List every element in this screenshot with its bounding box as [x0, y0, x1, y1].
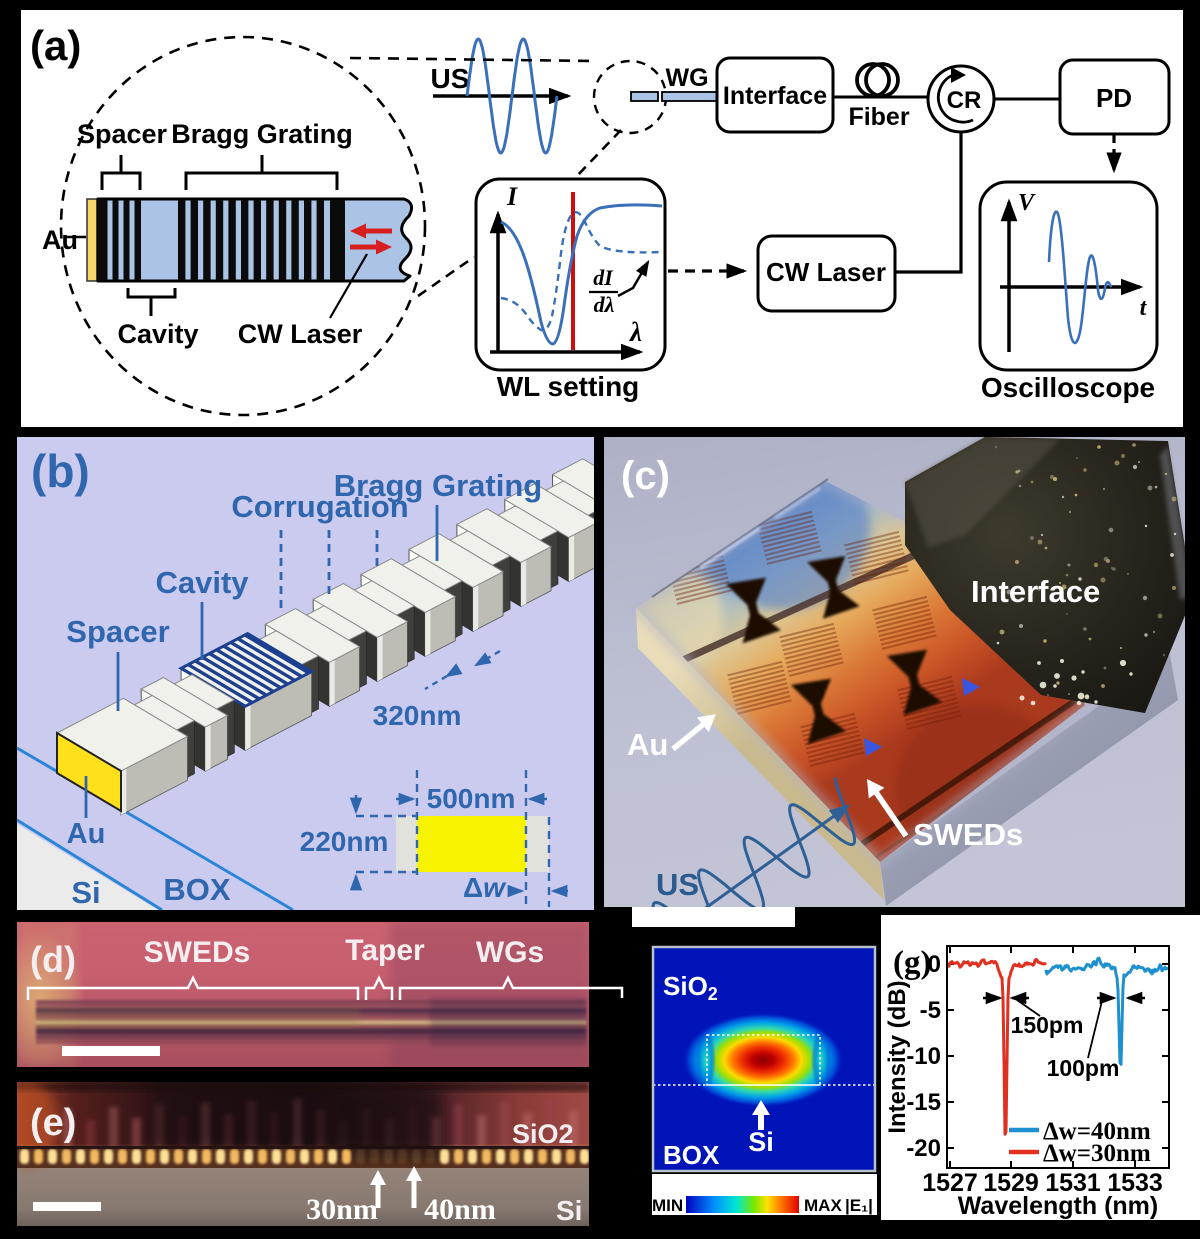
- svg-text:Bragg Grating: Bragg Grating: [171, 119, 353, 149]
- svg-text:WGs: WGs: [476, 936, 544, 969]
- svg-text:-5: -5: [920, 997, 941, 1024]
- svg-text:CW Laser: CW Laser: [238, 319, 363, 349]
- svg-text:1533: 1533: [1107, 1169, 1163, 1197]
- svg-text:Spacer: Spacer: [77, 119, 168, 149]
- svg-text:Wavelength (nm): Wavelength (nm): [958, 1192, 1158, 1220]
- svg-text:t: t: [1140, 295, 1148, 321]
- svg-text:Interface: Interface: [971, 574, 1100, 609]
- svg-text:Fiber: Fiber: [848, 103, 909, 131]
- svg-text:Intensity (dB): Intensity (dB): [884, 980, 911, 1133]
- svg-text:SiO2: SiO2: [512, 1119, 574, 1149]
- svg-text:100pm: 100pm: [1047, 1055, 1120, 1081]
- svg-text:Δw=30nm: Δw=30nm: [1043, 1140, 1151, 1167]
- svg-text:MAX: MAX: [804, 1196, 842, 1215]
- svg-text:WL setting: WL setting: [497, 371, 640, 402]
- svg-text:(a): (a): [30, 22, 81, 69]
- svg-text:0: 0: [928, 951, 941, 978]
- svg-text:BOX: BOX: [663, 1140, 720, 1170]
- svg-text:Cavity: Cavity: [117, 319, 198, 349]
- svg-text:dλ: dλ: [594, 292, 615, 317]
- svg-text:SWEDs: SWEDs: [144, 936, 251, 969]
- svg-text:1529: 1529: [983, 1169, 1039, 1197]
- svg-text:Si: Si: [71, 875, 100, 910]
- svg-text:Spacer: Spacer: [66, 614, 169, 649]
- svg-text:30nm: 30nm: [306, 1193, 378, 1226]
- svg-text:Bragg Grating: Bragg Grating: [334, 468, 542, 503]
- svg-text:Corrugation: Corrugation: [231, 489, 408, 524]
- svg-text:1527: 1527: [922, 1169, 978, 1197]
- svg-text:US: US: [656, 867, 699, 902]
- svg-text:dI: dI: [593, 265, 614, 290]
- svg-text:BOX: BOX: [163, 872, 231, 907]
- svg-text:WG: WG: [665, 64, 708, 92]
- svg-text:Δw=40nm: Δw=40nm: [1043, 1118, 1151, 1145]
- svg-text:Si: Si: [556, 1195, 582, 1226]
- svg-text:MIN: MIN: [652, 1196, 683, 1215]
- svg-text:V: V: [1018, 190, 1036, 216]
- svg-text:Oscilloscope: Oscilloscope: [981, 372, 1155, 403]
- svg-text:Cavity: Cavity: [155, 565, 249, 600]
- svg-text:CR: CR: [947, 87, 982, 114]
- svg-text:-15: -15: [906, 1089, 941, 1116]
- svg-text:40nm: 40nm: [424, 1193, 496, 1226]
- svg-text:320nm: 320nm: [373, 700, 462, 731]
- svg-text:(d): (d): [30, 939, 76, 980]
- svg-text:(b): (b): [31, 445, 90, 497]
- svg-text:PD: PD: [1096, 83, 1132, 113]
- svg-text:Au: Au: [67, 818, 106, 850]
- svg-text:Taper: Taper: [345, 934, 425, 967]
- svg-text:150pm: 150pm: [1011, 1012, 1084, 1038]
- svg-text:-10: -10: [906, 1043, 941, 1070]
- svg-text:SWEDs: SWEDs: [913, 817, 1023, 852]
- svg-text:λ: λ: [629, 317, 642, 347]
- svg-text:(c): (c): [621, 454, 670, 498]
- svg-text:(g): (g): [893, 945, 931, 981]
- svg-text:(e): (e): [30, 1102, 76, 1144]
- svg-text:CW Laser: CW Laser: [766, 257, 886, 287]
- svg-text:Si: Si: [748, 1127, 774, 1157]
- svg-text:1531: 1531: [1045, 1169, 1101, 1197]
- svg-text:500nm: 500nm: [427, 783, 516, 814]
- svg-text:I: I: [506, 182, 518, 211]
- svg-text:Au: Au: [627, 727, 668, 762]
- svg-text:Δw: Δw: [463, 872, 507, 903]
- svg-text:220nm: 220nm: [300, 826, 389, 857]
- svg-text:-20: -20: [906, 1135, 941, 1162]
- svg-text:|E₁|: |E₁|: [845, 1196, 873, 1215]
- svg-text:US: US: [431, 63, 470, 94]
- svg-text:Interface: Interface: [723, 82, 827, 110]
- svg-text:Au: Au: [42, 225, 78, 255]
